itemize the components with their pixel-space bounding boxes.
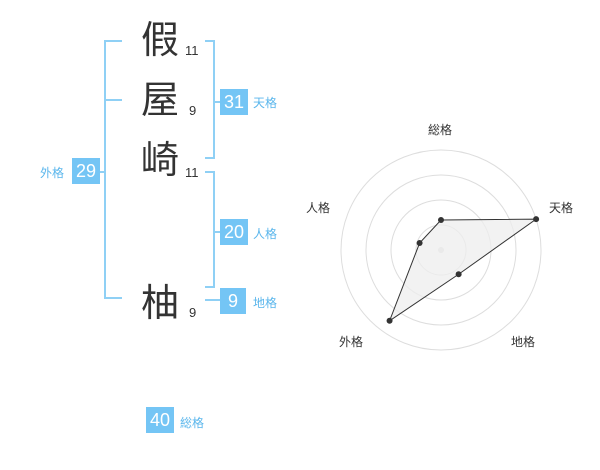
radar-series	[386, 216, 540, 324]
radar-point-1	[533, 216, 540, 223]
radar-point-0	[438, 217, 444, 223]
tenkaku-label: 天格	[253, 96, 278, 110]
radar-axis-label-3: 外格	[339, 335, 364, 349]
stroke-count-1: 11	[185, 43, 199, 58]
stroke-count-4: 9	[189, 305, 197, 320]
radar-ring-4	[340, 149, 542, 351]
radar-axis-label-2: 地格	[511, 335, 536, 349]
radar-point-4	[416, 240, 423, 247]
chikaku-badge: 9	[220, 288, 246, 314]
radar-axis-label-1: 天格	[549, 201, 574, 215]
gaikaku-label: 外格	[40, 166, 65, 180]
stroke-count-2: 9	[189, 103, 197, 118]
gaikaku-badge: 29	[72, 158, 100, 184]
jinkaku-badge: 20	[220, 219, 248, 245]
chikaku-label: 地格	[253, 296, 278, 310]
name-char-1: 假	[140, 18, 179, 62]
soukaku-badge: 40	[146, 407, 174, 433]
tenkaku-badge: 31	[220, 89, 248, 115]
radar-point-3	[386, 317, 393, 324]
radar-point-2	[455, 271, 462, 278]
jinkaku-label: 人格	[253, 227, 278, 241]
name-char-4: 柚	[140, 281, 179, 325]
radar-polygon	[388, 218, 538, 323]
radar-axis-label-4: 人格	[306, 201, 331, 215]
name-char-3: 崎	[140, 138, 179, 182]
name-char-2: 屋	[140, 78, 179, 122]
soukaku-label: 総格	[180, 416, 205, 430]
stroke-count-3: 11	[185, 165, 199, 180]
radar-axis-label-0: 総格	[428, 123, 453, 137]
radar-ring-3	[365, 174, 517, 326]
